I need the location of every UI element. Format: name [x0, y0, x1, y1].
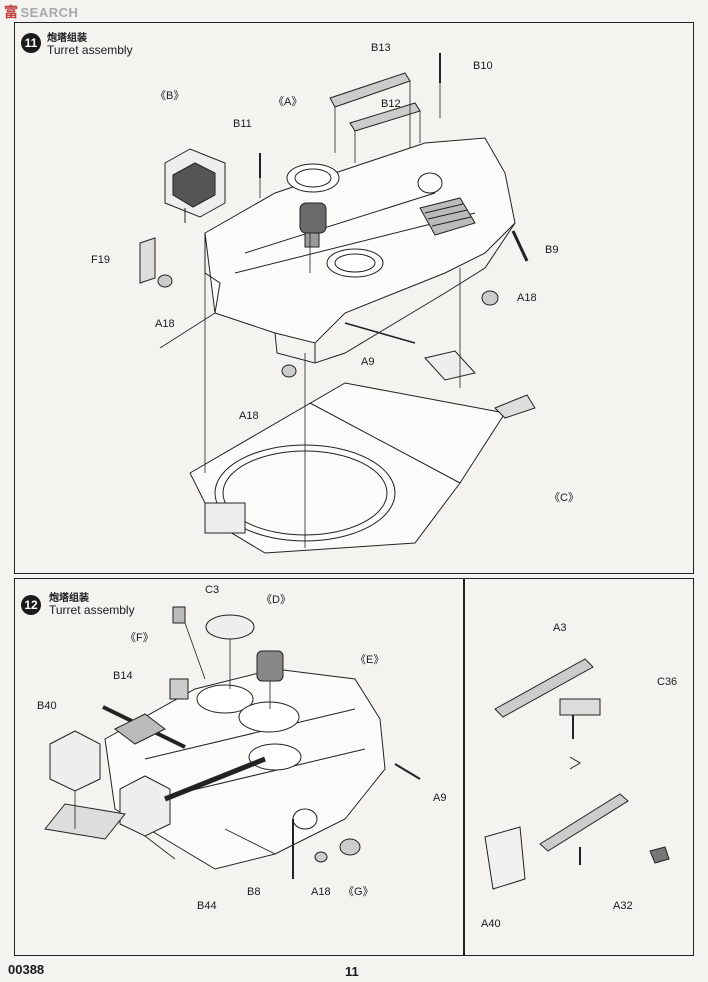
- rod-a9-12: [394, 763, 421, 780]
- label-c: 《C》: [549, 491, 579, 504]
- label-a18-left: A18: [155, 318, 175, 330]
- label-b11: B11: [233, 118, 252, 130]
- port-circle: [417, 172, 443, 194]
- step-12b-drawing: [484, 658, 670, 890]
- part-b9: [511, 230, 529, 262]
- label-a40: A40: [481, 918, 501, 930]
- label-b8: B8: [247, 886, 260, 898]
- step-11-drawing: [139, 53, 536, 554]
- part-a18-right: [481, 290, 499, 306]
- cupola-rear: [326, 248, 384, 278]
- machine-gun-bottom: [539, 793, 629, 865]
- label-a32: A32: [613, 900, 633, 912]
- step-12-badge: 12: [21, 595, 41, 615]
- part-c3: [172, 606, 186, 624]
- label-b44: B44: [197, 900, 217, 912]
- label-f: 《F》: [125, 631, 154, 644]
- cupola-a: [286, 163, 340, 193]
- watermark-cn: 富: [4, 4, 19, 20]
- label-b13: B13: [371, 42, 391, 54]
- label-a9: A9: [361, 356, 374, 368]
- part-a32: [649, 846, 670, 864]
- grille-12: [114, 713, 166, 745]
- label-c36: C36: [657, 676, 677, 688]
- box-b44: [119, 775, 171, 837]
- product-code: 00388: [8, 962, 45, 977]
- step-12-panel: 12 炮塔组装 Turret assembly: [14, 578, 464, 956]
- label-c3: C3: [205, 584, 219, 596]
- wheel-detail: [292, 808, 318, 830]
- label-b14: B14: [113, 670, 133, 682]
- label-a18-right: A18: [517, 292, 537, 304]
- label-d: 《D》: [261, 593, 291, 606]
- part-a18-12: [314, 851, 328, 863]
- step-11-panel: 11 炮塔组装 Turret assembly: [14, 22, 694, 574]
- label-a18-12: A18: [311, 886, 331, 898]
- step-12b-labels: A3 C36 A40 A32: [481, 622, 677, 930]
- label-b10: B10: [473, 60, 493, 72]
- rod-a9: [344, 322, 416, 344]
- label-f19: F19: [91, 254, 110, 266]
- periscope: [299, 202, 327, 248]
- part-a18-bottom: [281, 364, 297, 378]
- base-12: [44, 803, 126, 840]
- step-11-title-en: Turret assembly: [47, 43, 133, 57]
- label-b40: B40: [37, 700, 57, 712]
- part-a18-left: [157, 274, 173, 288]
- step-11-title-cn: 炮塔组装: [47, 33, 87, 44]
- label-a9-12: A9: [433, 792, 446, 804]
- label-a3: A3: [553, 622, 566, 634]
- watermark-text: SEARCH: [20, 5, 79, 20]
- step-12-title-cn: 炮塔组装: [49, 593, 89, 604]
- grille: [419, 197, 476, 236]
- part-g: [339, 838, 361, 856]
- arrow-down: [569, 756, 581, 770]
- cupola-d-ring: [196, 684, 254, 714]
- label-b: 《B》: [155, 89, 184, 102]
- page-number: 11: [345, 964, 359, 979]
- step-11-labels: B13 B10 B12 B11 《A》 《B》 F19 A18 B9 A18 A…: [91, 42, 579, 504]
- guide-lines-12: [74, 622, 276, 860]
- label-g: 《G》: [343, 885, 374, 898]
- label-a18-bottom: A18: [239, 410, 259, 422]
- step-12b-panel: A3 C36 A40 A32: [464, 578, 694, 956]
- base-plate-c: [189, 350, 536, 554]
- bracket-f19: [139, 237, 156, 284]
- shield-a40: [484, 826, 526, 890]
- step-12-labels: C3 《D》 《F》 《E》 B14 B40 A9 B44 B8 A18 《G》: [37, 584, 446, 912]
- mudguard: [164, 756, 266, 802]
- label-e: 《E》: [355, 653, 384, 666]
- box-b40: [49, 730, 101, 792]
- label-a: 《A》: [273, 95, 302, 108]
- guide-lines: [159, 81, 461, 548]
- step-11-badge: 11: [21, 33, 41, 53]
- machine-gun-top: [494, 658, 601, 739]
- step-12-title-en: Turret assembly: [49, 603, 135, 617]
- step-12-drawing: [44, 606, 421, 879]
- label-b12: B12: [381, 98, 401, 110]
- box-b: [164, 148, 226, 223]
- cupola-a-inner: [294, 168, 332, 188]
- part-f: [169, 678, 189, 700]
- label-b9: B9: [545, 244, 558, 256]
- cupola-e-ring: [248, 743, 302, 771]
- cupola-e: [238, 701, 300, 733]
- cupola-rear-inner: [334, 253, 376, 273]
